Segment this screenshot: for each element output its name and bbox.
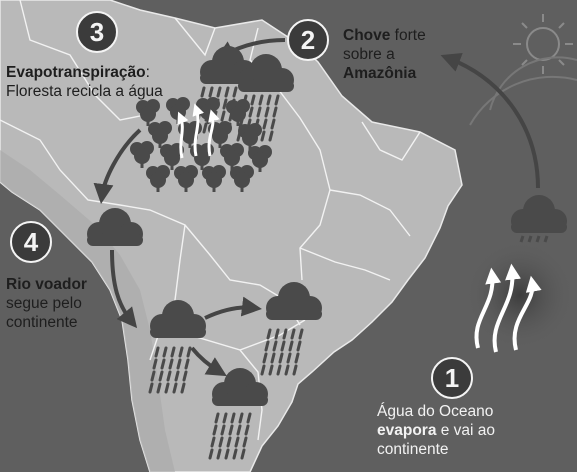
sun-icon xyxy=(469,14,577,126)
step-2-line-3: Amazônia xyxy=(343,64,426,83)
step-4-line-1-bold: Rio voador xyxy=(6,276,87,293)
step-1-line-3: continente xyxy=(377,441,449,458)
andes-region xyxy=(0,150,175,472)
step-3-line-1-rest: : xyxy=(145,64,150,81)
step-1-line-2-rest: e vai ao xyxy=(436,422,496,439)
step-2-line-3-bold: Amazônia xyxy=(343,65,417,82)
ocean-evaporation-arrows xyxy=(474,263,542,353)
step-4-line-2: segue pelo xyxy=(6,295,82,312)
step-4-line-3: continente xyxy=(6,314,78,331)
step-2-badge: 2 xyxy=(287,19,329,61)
step-1-badge: 1 xyxy=(431,357,473,399)
step-1-line-1: Água do Oceano xyxy=(377,403,494,420)
step-2-line-1-bold: Chove xyxy=(343,27,391,44)
step-1-label: Água do Oceano evapora e vai ao continen… xyxy=(377,402,495,459)
step-1-line-2: evapora e vai ao xyxy=(377,421,495,440)
step-2-label: Chove forte sobre a Amazônia xyxy=(343,26,426,83)
step-1-line-2-bold: evapora xyxy=(377,422,437,439)
evaporation-arrow-icon xyxy=(177,103,220,159)
step-3-label: Evapotranspiração: Floresta recicla a ág… xyxy=(6,63,163,101)
step-4-badge: 4 xyxy=(10,221,52,263)
step-4-line-1: Rio voador xyxy=(6,275,87,294)
flow-arrow-icon xyxy=(93,38,540,377)
step-4-label: Rio voador segue pelo continente xyxy=(6,275,87,332)
step-2-line-1: Chove forte xyxy=(343,26,426,45)
step-3-line-1: Evapotranspiração: xyxy=(6,63,163,82)
step-3-badge: 3 xyxy=(76,11,118,53)
ocean-rain-drops xyxy=(519,235,549,243)
ocean-glow xyxy=(465,240,575,350)
step-3-line-2: Floresta recicla a água xyxy=(6,83,163,100)
step-2-line-2: sobre a xyxy=(343,46,395,63)
step-3-line-1-bold: Evapotranspiração xyxy=(6,64,146,81)
step-2-line-1-rest: forte xyxy=(390,27,426,44)
